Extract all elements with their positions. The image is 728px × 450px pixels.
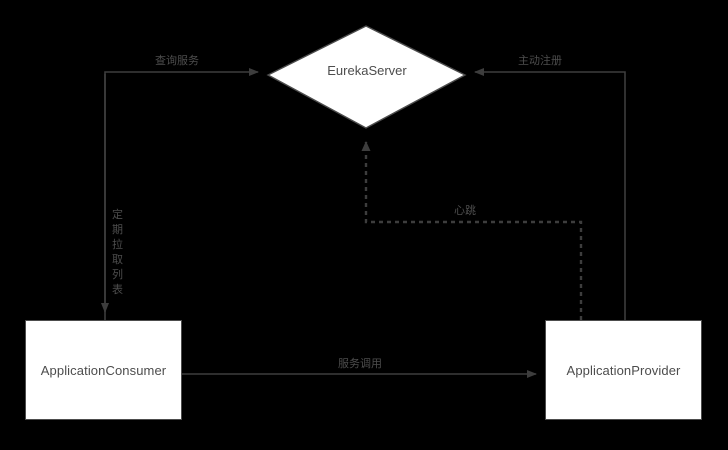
edge-label-periodic-pull: 定期拉取列表	[112, 209, 123, 296]
application-consumer-node[interactable]: ApplicationConsumer	[25, 320, 182, 420]
application-provider-label: ApplicationProvider	[566, 362, 681, 378]
edge-heartbeat	[361, 141, 583, 320]
application-provider-node[interactable]: ApplicationProvider	[545, 320, 702, 420]
edge-active-register	[474, 68, 626, 320]
edge-query-service	[104, 68, 259, 320]
application-consumer-label: ApplicationConsumer	[40, 362, 167, 378]
edge-label-query-service: 查询服务	[155, 55, 199, 67]
eureka-server-diamond[interactable]	[266, 25, 467, 129]
edge-label-service-call: 服务调用	[338, 358, 382, 370]
edge-label-active-register: 主动注册	[518, 55, 562, 67]
edge-label-heartbeat: 心跳	[454, 205, 476, 217]
